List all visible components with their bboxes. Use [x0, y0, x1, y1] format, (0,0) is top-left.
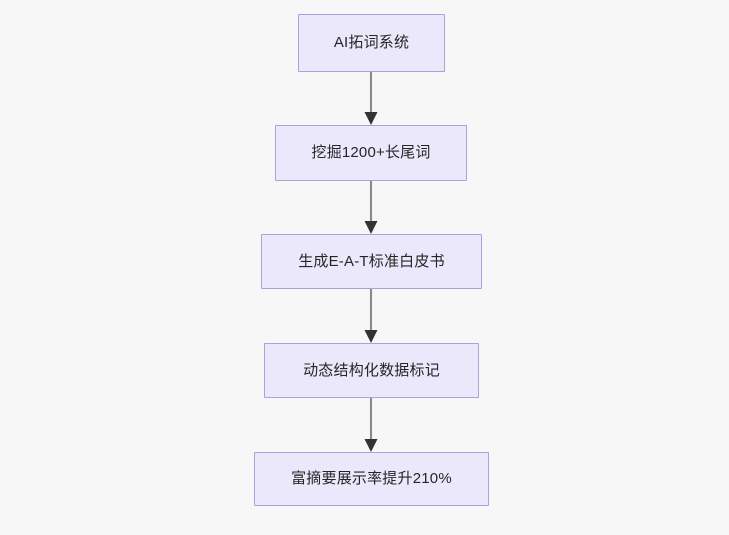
arrow-down-icon — [364, 221, 378, 234]
edge-n3-n4 — [364, 289, 378, 343]
flow-node-ai-keyword-system[interactable]: AI拓词系统 — [298, 14, 445, 72]
arrow-down-icon — [364, 439, 378, 452]
arrow-down-icon — [364, 330, 378, 343]
flow-node-mine-longtail-keywords[interactable]: 挖掘1200+长尾词 — [275, 125, 467, 181]
arrow-down-icon — [364, 112, 378, 125]
flow-node-label: 富摘要展示率提升210% — [291, 470, 452, 487]
edge-n2-n3 — [364, 181, 378, 234]
edge-n1-n2 — [364, 72, 378, 125]
flow-node-generate-eat-whitepaper[interactable]: 生成E-A-T标准白皮书 — [261, 234, 482, 289]
flow-node-label: 挖掘1200+长尾词 — [311, 144, 431, 161]
flow-node-dynamic-structured-data-markup[interactable]: 动态结构化数据标记 — [264, 343, 479, 398]
flow-node-rich-snippet-impression-lift[interactable]: 富摘要展示率提升210% — [254, 452, 489, 506]
flow-node-label: 动态结构化数据标记 — [303, 361, 440, 379]
flow-node-label: AI拓词系统 — [333, 34, 410, 51]
flow-node-label: 生成E-A-T标准白皮书 — [298, 252, 445, 270]
edge-n4-n5 — [364, 398, 378, 452]
